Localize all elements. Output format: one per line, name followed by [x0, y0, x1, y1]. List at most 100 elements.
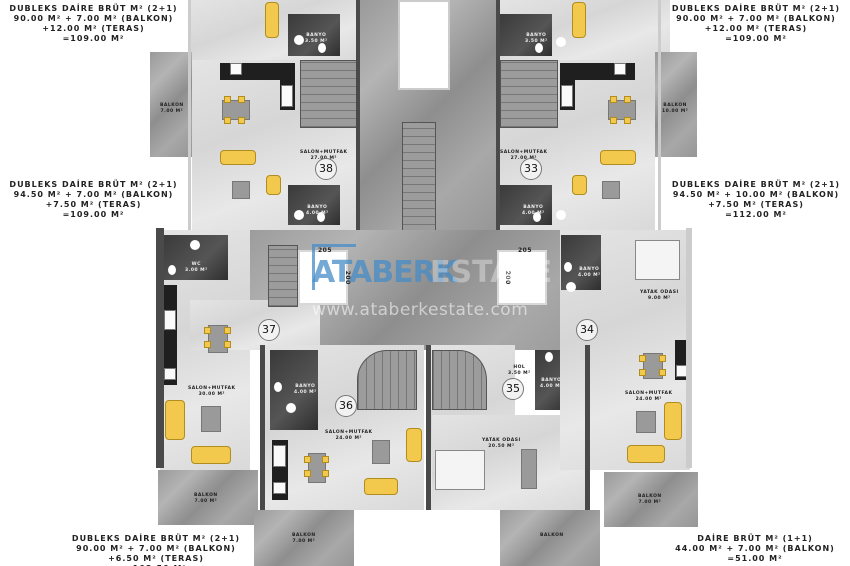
area-summary-bottom-right: DAİRE BRÜT M² (1+1) 44.00 M² + 7.00 M² (… — [675, 534, 835, 563]
watermark-url: www.ataberkestate.com — [312, 300, 529, 320]
coffee-table — [636, 411, 656, 433]
area-summary-top-right: DUBLEKS DAİRE BRÜT M² (2+1) 90.00 M² + 7… — [671, 4, 841, 43]
area-summary-bottom-left: DUBLEKS DAİRE BRÜT M² (2+1) 90.00 M² + 7… — [71, 534, 241, 566]
toilet-icon — [564, 262, 572, 272]
sofa — [664, 402, 682, 440]
dining-table — [208, 325, 228, 353]
basin-icon — [294, 35, 304, 45]
elevator-left-width: 205 — [318, 247, 333, 254]
basin-icon — [556, 210, 566, 220]
chair — [624, 96, 631, 103]
wall — [686, 228, 692, 468]
wall — [496, 0, 500, 230]
tv-unit — [521, 449, 537, 489]
wall — [585, 345, 590, 510]
chair — [224, 117, 231, 124]
area-summary-mid-right: DUBLEKS DAİRE BRÜT M² (2+1) 94.50 M² + 1… — [671, 180, 841, 219]
sink-icon — [561, 85, 573, 107]
chair — [610, 96, 617, 103]
elevator-left — [298, 250, 348, 305]
chair — [304, 470, 311, 477]
area-summary-mid-left: DUBLEKS DAİRE BRÜT M² (2+1) 94.50 M² + 7… — [9, 180, 178, 219]
basin-icon — [556, 37, 566, 47]
chair — [224, 96, 231, 103]
chair — [304, 456, 311, 463]
balcony-35 — [500, 510, 600, 566]
wall — [426, 345, 431, 510]
unit-number-38: 38 — [315, 158, 337, 180]
sofa — [627, 445, 665, 463]
toilet-icon — [533, 212, 541, 222]
bathroom-33 — [500, 185, 552, 225]
staircase-38 — [300, 60, 358, 128]
wall — [260, 345, 265, 510]
elevator-right-width: 205 — [518, 247, 533, 254]
basin-icon — [566, 282, 576, 292]
chair — [659, 369, 666, 376]
unit-number-33: 33 — [520, 158, 542, 180]
cooktop-icon — [614, 63, 626, 75]
balcony-37 — [158, 470, 258, 525]
basin-icon — [190, 240, 200, 250]
chair — [659, 355, 666, 362]
chair — [238, 117, 245, 124]
chair — [204, 341, 211, 348]
chair — [639, 355, 646, 362]
staircase-37 — [268, 245, 298, 307]
toilet-icon — [535, 43, 543, 53]
cooktop-icon — [230, 63, 242, 75]
watermark-brand: ATABERK — [312, 255, 458, 290]
wall — [156, 228, 164, 468]
bed — [435, 450, 485, 490]
basin-icon — [286, 403, 296, 413]
unit-number-37: 37 — [258, 319, 280, 341]
balcony-36 — [254, 510, 354, 566]
area-summary-top-left: DUBLEKS DAİRE BRÜT M² (2+1) 90.00 M² + 7… — [9, 4, 178, 43]
toilet-icon — [317, 212, 325, 222]
sofa — [220, 150, 256, 165]
sink-icon — [281, 85, 293, 107]
balcony-33 — [655, 52, 697, 157]
central-staircase — [402, 122, 436, 234]
spiral-staircase-35 — [432, 350, 487, 410]
coffee-table — [232, 181, 250, 199]
sofa — [572, 175, 587, 195]
sink-icon — [273, 445, 286, 467]
coffee-table — [372, 440, 390, 464]
staircase-33 — [500, 60, 558, 128]
sofa — [266, 175, 281, 195]
light-well — [398, 0, 450, 90]
house-logo-icon — [312, 244, 356, 290]
coffee-table — [602, 181, 620, 199]
cooktop-icon — [273, 482, 286, 494]
dining-table — [308, 453, 326, 483]
coffee-table — [201, 406, 221, 432]
chair — [224, 327, 231, 334]
cooktop-icon — [164, 368, 176, 380]
elevator-right — [497, 250, 547, 305]
chair — [204, 327, 211, 334]
sofa — [165, 400, 185, 440]
sofa — [572, 2, 586, 38]
balcony-34 — [604, 472, 698, 527]
chair — [610, 117, 617, 124]
toilet-icon — [318, 43, 326, 53]
unit-number-34: 34 — [576, 319, 598, 341]
chair — [322, 470, 329, 477]
chair — [639, 369, 646, 376]
sofa — [406, 428, 422, 462]
